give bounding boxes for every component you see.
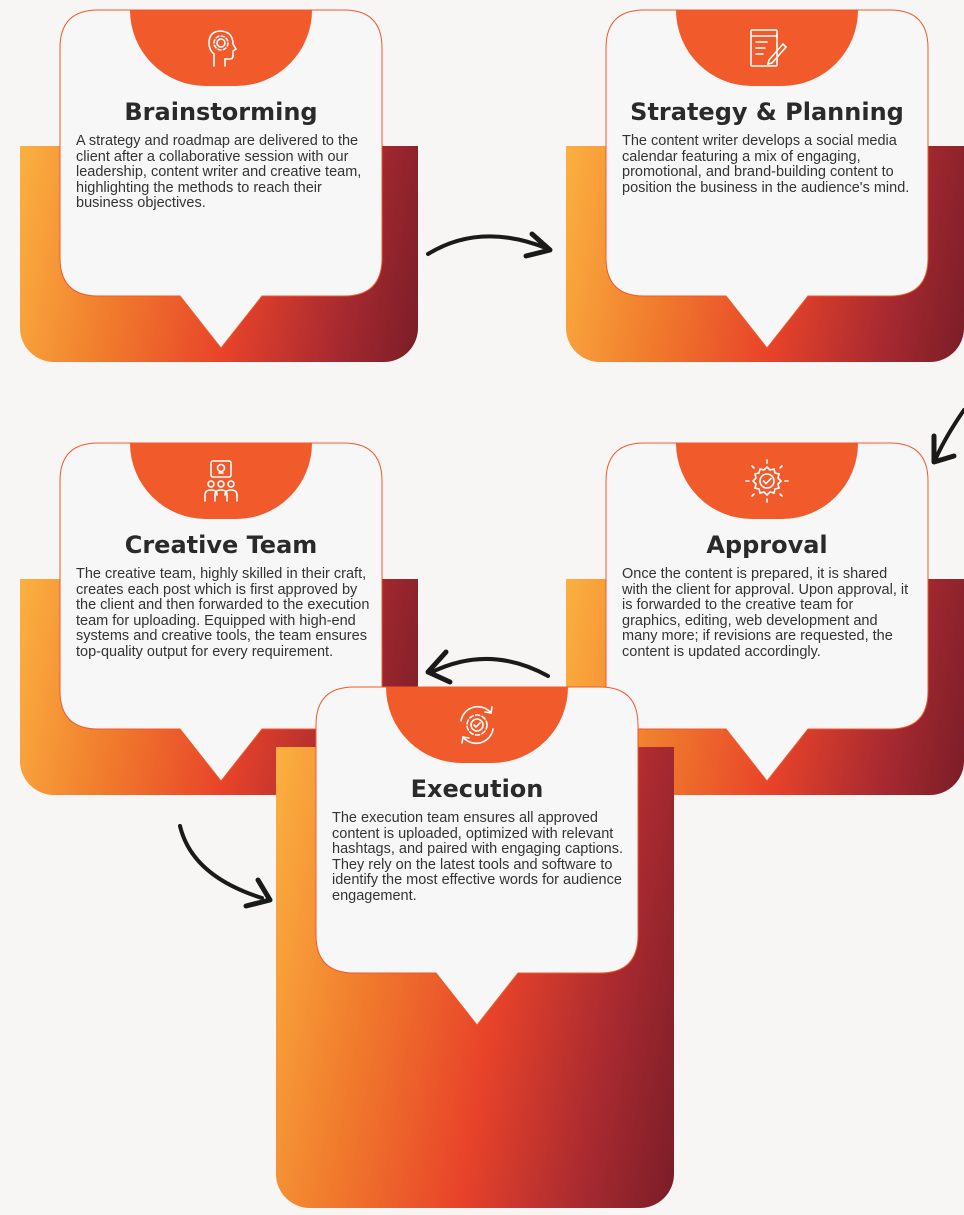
flow-arrow-creative-to-execution bbox=[178, 824, 273, 909]
step-description: A strategy and roadmap are delivered to … bbox=[76, 133, 362, 211]
speech-bubble: Strategy & Planning The content writer d… bbox=[605, 9, 929, 349]
bubble-shape bbox=[59, 442, 383, 782]
speech-bubble: Brainstorming A strategy and roadmap are… bbox=[59, 9, 383, 349]
step-title: Approval bbox=[706, 531, 828, 559]
flow-arrow-brainstorming-to-strategy bbox=[426, 231, 553, 259]
step-description: Once the content is prepared, it is shar… bbox=[622, 566, 909, 660]
step-card-strategy-planning: Strategy & Planning The content writer d… bbox=[566, 9, 964, 362]
bubble-shape bbox=[59, 9, 383, 349]
step-title: Creative Team bbox=[124, 531, 318, 559]
step-description: The creative team, highly skilled in the… bbox=[76, 566, 370, 660]
step-title: Execution bbox=[410, 775, 544, 803]
step-title: Strategy & Planning bbox=[630, 98, 904, 126]
step-title: Brainstorming bbox=[124, 98, 318, 126]
step-card-brainstorming: Brainstorming A strategy and roadmap are… bbox=[20, 9, 418, 362]
badge-check-icon bbox=[745, 459, 789, 503]
speech-bubble: Execution The execution team ensures all… bbox=[315, 686, 639, 1026]
document-pen-icon bbox=[750, 29, 788, 67]
flow-arrow-strategy-to-approval bbox=[931, 408, 964, 465]
head-gear-icon bbox=[208, 30, 238, 67]
bubble-shape bbox=[605, 442, 929, 782]
team-lightbulb-icon bbox=[204, 460, 238, 502]
bubble-shape bbox=[315, 686, 639, 1026]
flow-arrow-approval-to-creative bbox=[425, 649, 550, 685]
cycle-gear-check-icon bbox=[460, 705, 494, 745]
step-description: The execution team ensures all approved … bbox=[332, 810, 624, 904]
speech-bubble: Creative Team The creative team, highly … bbox=[59, 442, 383, 782]
step-description: The content writer develops a social med… bbox=[622, 133, 910, 196]
speech-bubble: Approval Once the content is prepared, i… bbox=[605, 442, 929, 782]
step-card-execution: Execution The execution team ensures all… bbox=[276, 686, 674, 1208]
bubble-shape bbox=[605, 9, 929, 349]
